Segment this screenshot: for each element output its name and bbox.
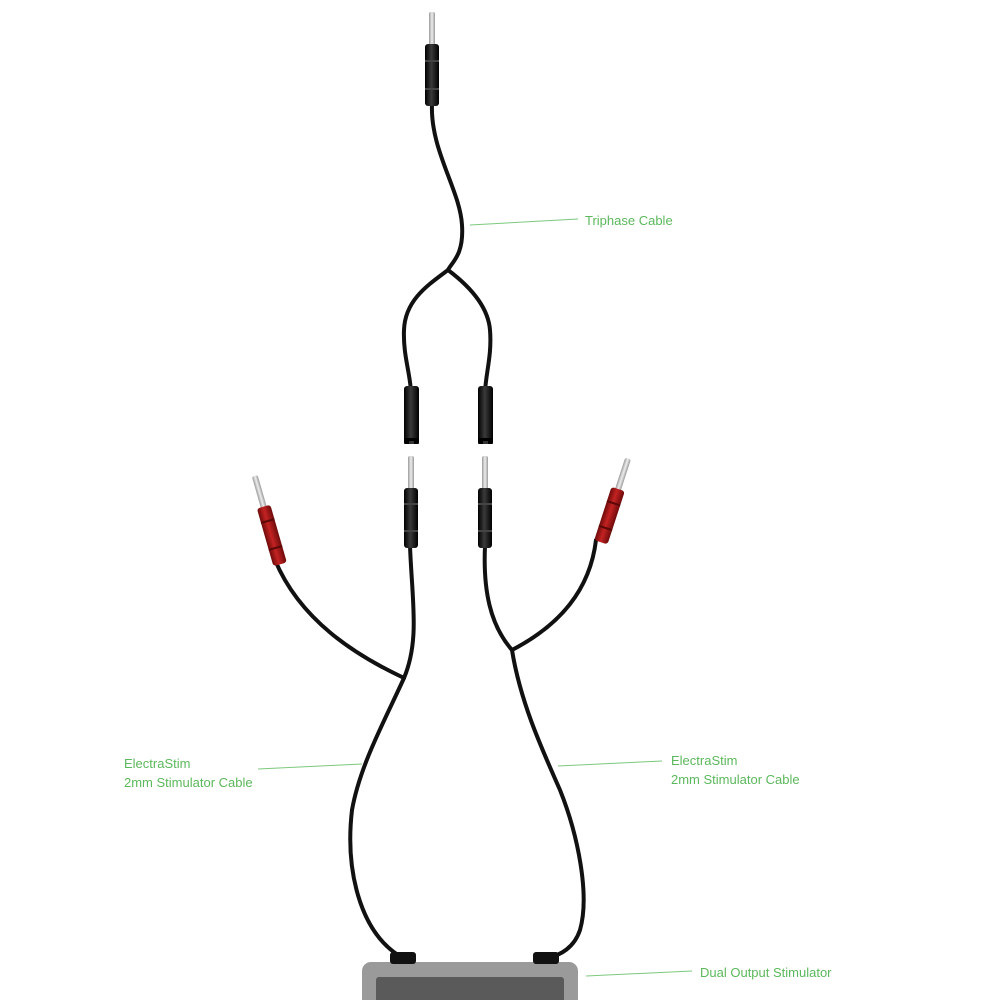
left-cable-red-plug — [252, 475, 287, 566]
right-cable-red-plug — [594, 458, 631, 544]
left-cable-label-line2: 2mm Stimulator Cable — [124, 775, 253, 790]
triphase-cable-leader — [469, 218, 579, 226]
triphase-socket-left — [404, 386, 419, 444]
left-cable-leader — [257, 763, 363, 770]
triphase-top-plug — [425, 12, 439, 106]
triphase-top-plug-body — [425, 44, 439, 106]
dual-output-stimulator-label: Dual Output Stimulator — [700, 965, 832, 980]
left-stimulator-cable-main — [348, 544, 416, 957]
right-stimulator-cable-red-branch — [510, 538, 598, 652]
right-cable-leader — [557, 760, 663, 767]
right-cable-black-plug — [478, 456, 492, 548]
triphase-cable-label: Triphase Cable — [585, 213, 673, 228]
triphase-top-plug-pin — [429, 12, 435, 46]
triphase-cable-branch-right — [446, 268, 493, 394]
right-cable-label-line1: ElectraStim — [671, 753, 737, 768]
dual-output-stimulator-device — [362, 952, 578, 1000]
labels: Triphase Cable ElectraStim 2mm Stimulato… — [124, 213, 832, 980]
stimulator-screen — [376, 977, 564, 1000]
right-cable-label-line2: 2mm Stimulator Cable — [671, 772, 800, 787]
left-stimulator-cable-red-branch — [273, 558, 406, 680]
right-stimulator-cable — [478, 456, 631, 959]
triphase-socket-right — [478, 386, 493, 444]
triphase-cable-trunk — [429, 102, 465, 272]
leader-lines — [257, 218, 693, 977]
left-stimulator-cable — [252, 456, 418, 957]
triphase-cable-branch-left — [401, 268, 450, 394]
stimulator-leader — [585, 970, 693, 977]
right-stimulator-cable-main — [482, 544, 586, 959]
left-cable-label-line1: ElectraStim — [124, 756, 190, 771]
left-cable-black-plug — [404, 456, 418, 548]
triphase-cable — [401, 12, 493, 444]
